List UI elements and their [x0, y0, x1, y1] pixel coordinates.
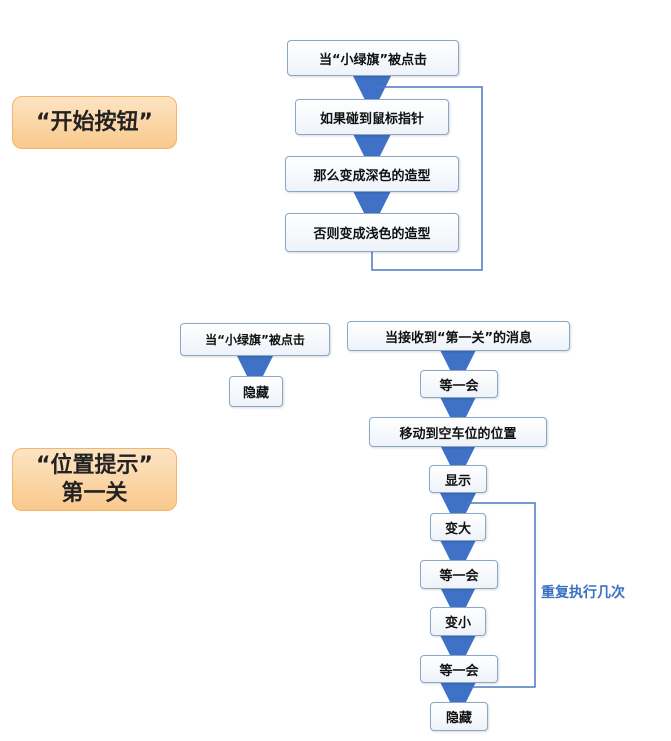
f2-node-hide: 隐藏 [229, 376, 283, 407]
f1-node-then-dark: 那么变成深色的造型 [285, 156, 459, 192]
label-hint-line1: “位置提示” [36, 452, 153, 478]
f2-node-green-flag: 当“小绿旗”被点击 [180, 323, 330, 356]
f1-node-green-flag: 当“小绿旗”被点击 [287, 40, 459, 76]
label-hint-line2: 第一关 [61, 480, 128, 506]
f3-node-wait-3: 等一会 [420, 655, 498, 683]
f3-node-hide: 隐藏 [430, 702, 488, 731]
f3-node-move-to-spot: 移动到空车位的位置 [369, 417, 547, 447]
f1-node-if-touch-pointer: 如果碰到鼠标指针 [295, 99, 449, 135]
f3-node-shrink: 变小 [430, 607, 486, 636]
f3-node-show: 显示 [429, 465, 487, 493]
f3-node-wait-1: 等一会 [420, 370, 498, 398]
f3-node-receive-level1: 当接收到“第一关”的消息 [347, 321, 570, 351]
f3-loop-label: 重复执行几次 [541, 585, 625, 601]
f1-node-else-light: 否则变成浅色的造型 [285, 213, 459, 252]
flow3-loop-line [466, 502, 536, 688]
flow1-loop-line [371, 86, 483, 271]
label-start-button: “开始按钮” [12, 96, 177, 149]
f3-node-wait-2: 等一会 [420, 560, 498, 589]
f3-node-grow: 变大 [430, 513, 486, 541]
label-position-hint: “位置提示” 第一关 [12, 448, 177, 511]
label-start-button-text: “开始按钮” [36, 109, 153, 135]
